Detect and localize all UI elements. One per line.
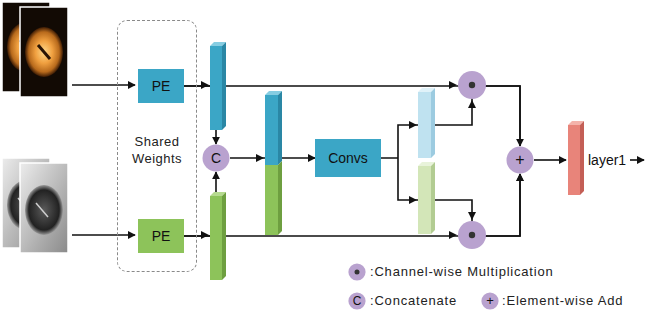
feature-bar <box>580 121 584 195</box>
arrowhead <box>449 231 457 239</box>
feature-bar <box>265 95 278 165</box>
rgb-image-stack <box>20 7 68 97</box>
feature-bar <box>418 92 431 158</box>
node-label: + <box>515 150 524 170</box>
arrowhead <box>201 81 209 89</box>
input-arrow <box>72 85 135 235</box>
multiply-symbol <box>469 82 475 88</box>
gray-image-stack <box>25 185 63 235</box>
arrowhead <box>449 81 457 89</box>
gray-image-stack <box>2 158 68 253</box>
feature-bar <box>431 162 435 234</box>
multiply-symbol <box>469 232 475 238</box>
feature-bar <box>278 161 282 235</box>
add-circle: + <box>506 146 534 174</box>
node-label: PE <box>152 227 171 245</box>
rgb-image-stack <box>2 2 68 97</box>
output-arrow <box>630 159 644 161</box>
arrowhead <box>468 100 476 108</box>
output-label: layer1 <box>588 151 626 169</box>
arrowhead <box>201 81 476 239</box>
output-arrow <box>534 159 566 161</box>
legend-text: :Element-wise Add <box>502 292 623 310</box>
multiply-symbol <box>355 270 360 275</box>
circle-outline <box>203 145 230 172</box>
arrowhead <box>256 154 264 162</box>
legend-swatch <box>348 263 366 281</box>
feature-bar <box>210 46 222 130</box>
feature-bar <box>222 42 226 130</box>
arrowhead <box>468 212 476 220</box>
label-slot: layer1 <box>588 151 626 169</box>
legend-swatch <box>348 263 365 280</box>
legend-symbol-text: + <box>481 292 499 310</box>
connector <box>381 86 520 236</box>
legend-text: :Channel-wise Multiplication <box>370 263 554 281</box>
pe-box: PE <box>138 219 184 253</box>
feature-bar <box>222 192 226 280</box>
legend-symbol-text: C <box>348 292 366 310</box>
feature-bar <box>431 88 435 158</box>
legend-swatch <box>481 292 498 309</box>
feature-bar <box>210 196 222 280</box>
label-slot: C <box>348 292 366 310</box>
feature-bar <box>278 91 282 165</box>
concat-circle: C <box>202 144 230 172</box>
arrowhead <box>409 196 417 204</box>
legend-text-slot: :Element-wise Add <box>502 292 623 310</box>
group-title: Shared Weights <box>118 133 196 167</box>
pe-box: PE <box>138 69 184 103</box>
feature-bar <box>210 42 584 280</box>
shared-weights-group: Shared WeightsPEPE <box>117 20 197 272</box>
feature-bar <box>265 165 278 235</box>
rgb-image-stack <box>38 45 50 59</box>
legend-text: :Concatenate <box>370 292 457 310</box>
arrowhead <box>201 231 209 239</box>
node-label: PE <box>152 77 171 95</box>
node-label: C <box>211 149 221 167</box>
arrowhead <box>409 121 417 129</box>
legend-swatch <box>348 263 366 281</box>
feature-bar <box>418 166 431 234</box>
legend-text-slot: :Concatenate <box>370 292 457 310</box>
gray-image-stack <box>36 203 48 217</box>
gray-image-stack <box>20 163 68 253</box>
feature-bar <box>568 125 580 195</box>
multiply-symbol <box>458 71 486 249</box>
multiply-symbol <box>458 71 486 99</box>
rgb-image-stack <box>25 27 63 77</box>
legend-swatch <box>348 292 365 309</box>
input-arrow <box>72 234 135 236</box>
legend-text-slot: :Channel-wise Multiplication <box>370 263 554 281</box>
multiply-symbol <box>458 221 486 249</box>
circle-outline <box>507 147 534 174</box>
node-label: Convs <box>328 149 368 167</box>
input-arrow <box>72 84 135 86</box>
label-slot: + <box>481 292 499 310</box>
convs-box: Convs <box>315 139 381 177</box>
